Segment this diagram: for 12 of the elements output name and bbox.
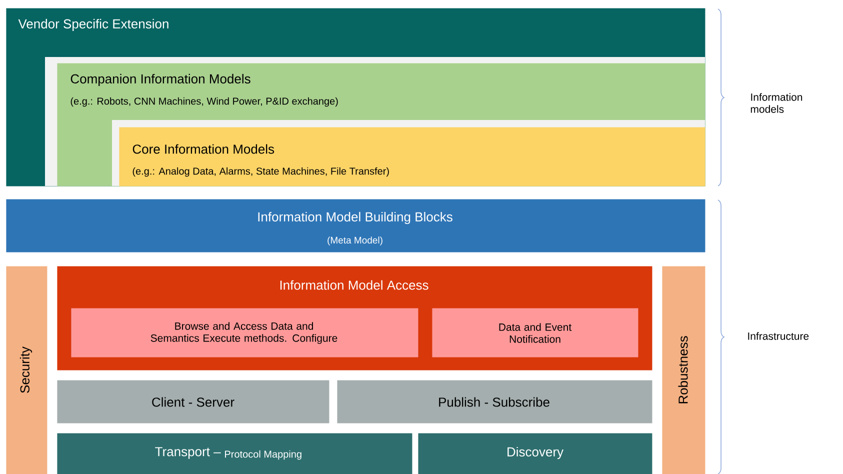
bracket-label: Information models [750, 93, 802, 113]
feature-box: Browse and Access Data and Semantics Execute methods. Configure [71, 308, 418, 358]
layer-box: Publish - Subscribe [337, 380, 652, 424]
side-bar: Security [6, 266, 48, 474]
layer-box: Transport – Protocol Mapping [57, 433, 412, 474]
bracket-label: Infrastructure [748, 332, 809, 340]
layer-box: Discovery [418, 433, 652, 474]
side-bar: Robustness [662, 266, 706, 474]
feature-box: Data and Event Notification [432, 308, 638, 358]
layer-box: Client - Server [57, 380, 330, 424]
band: Core Information Models (e.g.: Analog Data, Alarms, State Machines, File Transfer) [112, 120, 706, 186]
band: Information Model Building Blocks (Meta Model) [6, 199, 706, 252]
